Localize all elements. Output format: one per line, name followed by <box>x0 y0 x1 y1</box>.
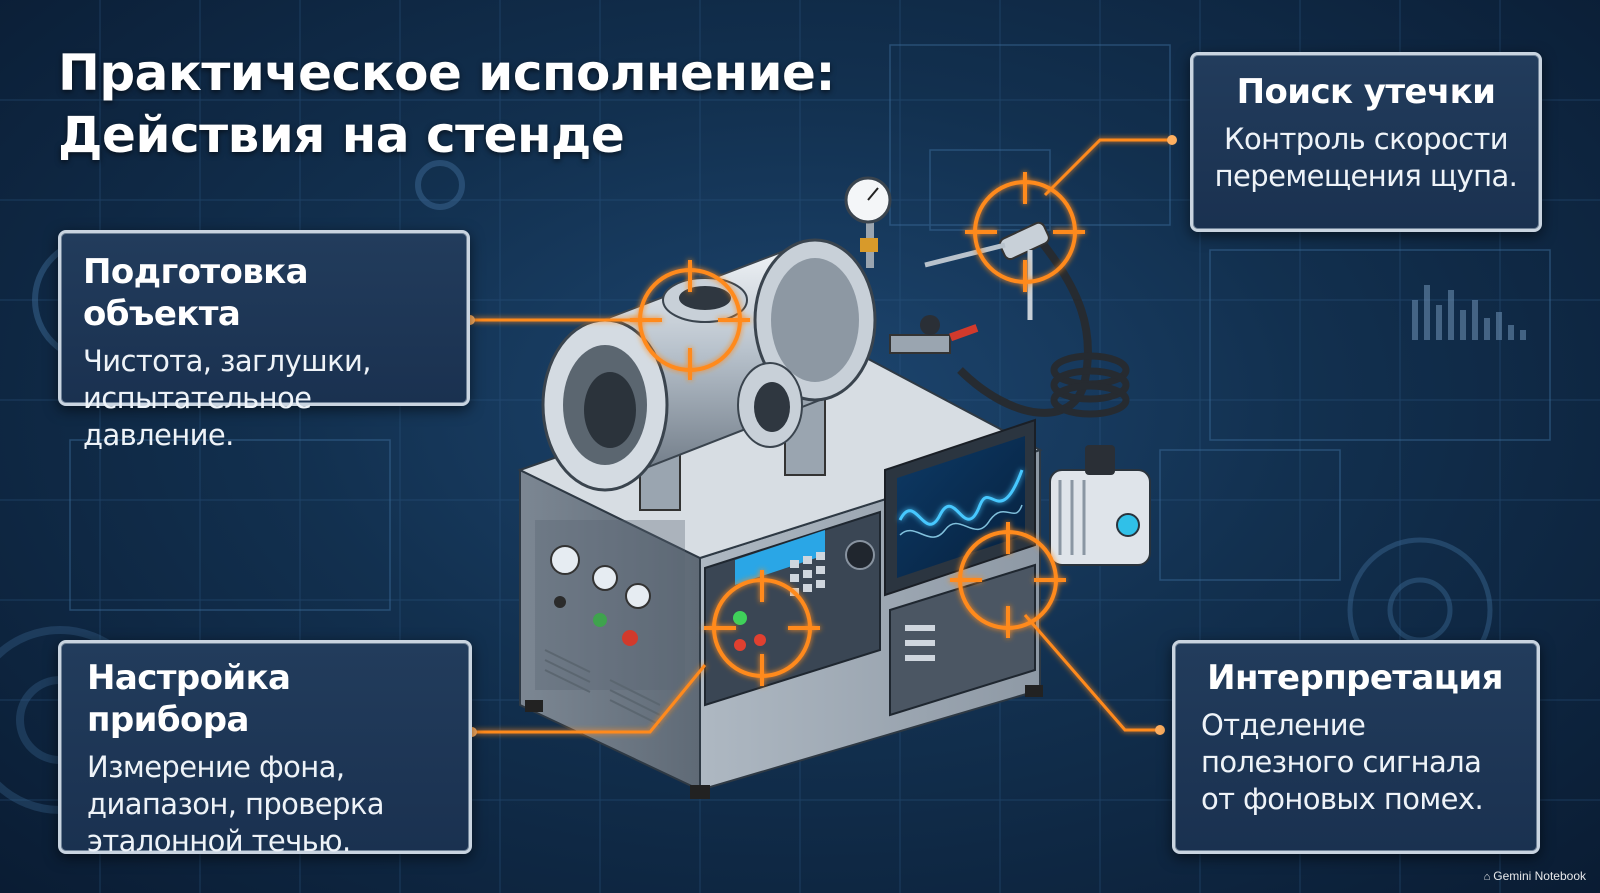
callout-interpretation-title: Интерпретация <box>1207 658 1503 698</box>
watermark: ⌂Gemini Notebook <box>1484 869 1586 883</box>
gemini-notebook-icon: ⌂ <box>1483 871 1491 883</box>
callout-leak-search-text: Контроль скорости перемещения щупа. <box>1214 122 1518 193</box>
test-vessel <box>541 176 979 511</box>
callout-device-setup: Настройка прибора Измерение фона, диапаз… <box>58 640 472 858</box>
background-blueprint-frames <box>69 44 1551 611</box>
crosshair-target-signal <box>950 522 1066 638</box>
sniffer-probe <box>924 221 1130 418</box>
callout-device-setup-title: Настройка прибора <box>87 658 291 740</box>
callout-leak-search-title: Поиск утечки <box>1236 72 1496 112</box>
crosshair-target-probe <box>965 172 1085 292</box>
crosshair-target-panel <box>704 570 820 686</box>
callout-object-preparation-text: Чистота, заглушки, испытательное давлени… <box>83 344 371 452</box>
page-title-line-1: Практическое исполнение: <box>58 44 835 102</box>
callout-device-setup-text: Измерение фона, диапазон, проверка этало… <box>87 750 385 858</box>
crosshair-target-object <box>630 260 750 380</box>
vacuum-pump <box>1049 445 1151 566</box>
page-title: Практическое исполнение: Действия на сте… <box>58 42 835 166</box>
background-bar-graph <box>1412 285 1526 340</box>
test-bench-cabinet <box>517 350 1043 799</box>
callout-object-preparation-title: Подготовка объекта <box>83 252 309 334</box>
connector-lines <box>470 138 1172 734</box>
callout-interpretation: Интерпретация Отделение полезного сигнал… <box>1172 640 1540 854</box>
callout-interpretation-text: Отделение полезного сигнала от фоновых п… <box>1201 708 1484 816</box>
page-title-line-2: Действия на стенде <box>58 106 625 164</box>
callout-leak-search: Поиск утечки Контроль скорости перемещен… <box>1190 52 1542 232</box>
callout-object-preparation: Подготовка объекта Чистота, заглушки, ис… <box>58 230 470 452</box>
watermark-text: Gemini Notebook <box>1493 869 1586 883</box>
